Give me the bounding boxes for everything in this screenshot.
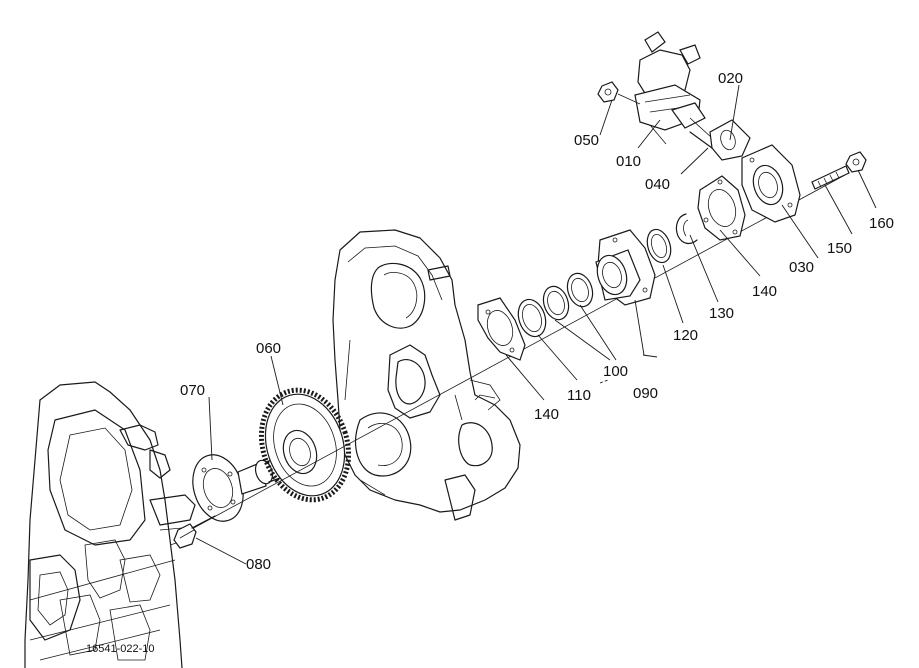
label-120: 120: [673, 327, 698, 344]
part-100-bearings: [542, 272, 594, 321]
figure-code: 16541-022-10: [86, 643, 155, 655]
label-020: 020: [718, 70, 743, 87]
leader-lines: [195, 84, 877, 565]
part-090-housing: [595, 229, 656, 306]
part-030-pump-adaptor: [741, 144, 801, 223]
label-130: 130: [709, 305, 734, 322]
label-090: 090: [633, 385, 658, 402]
label-100: 100: [603, 363, 628, 380]
part-070-idle-shaft: [192, 454, 293, 522]
engine-case: [24, 381, 196, 668]
part-labels: 060 070 080 050 010 040 020 030 150 160 …: [86, 70, 894, 655]
label-140-left: 140: [534, 406, 559, 423]
part-040-push-rod: [689, 131, 713, 149]
part-050-nut: [597, 81, 641, 105]
label-030: 030: [789, 259, 814, 276]
part-130-snap-ring: [675, 213, 698, 245]
part-010-fuel-pump: [634, 31, 713, 145]
label-060: 060: [256, 340, 281, 357]
part-150-stud-bolt: [811, 165, 850, 190]
label-050: 050: [574, 132, 599, 149]
label-150: 150: [827, 240, 852, 257]
label-110: 110: [567, 387, 591, 404]
part-140-gasket-right: [697, 175, 746, 241]
gear-case-cover: [332, 229, 521, 521]
label-160: 160: [869, 215, 894, 232]
part-110-oil-seal: [517, 298, 547, 338]
part-080-bolt: [173, 515, 216, 549]
part-140-gasket-left: [477, 297, 526, 361]
label-140-right: 140: [752, 283, 777, 300]
label-040: 040: [645, 176, 670, 193]
label-080: 080: [246, 556, 271, 573]
part-160-nut: [845, 151, 867, 173]
label-070: 070: [180, 382, 205, 399]
label-010: 010: [616, 153, 641, 170]
part-120-o-ring: [646, 228, 672, 264]
part-060-idle-gear: [258, 387, 352, 503]
